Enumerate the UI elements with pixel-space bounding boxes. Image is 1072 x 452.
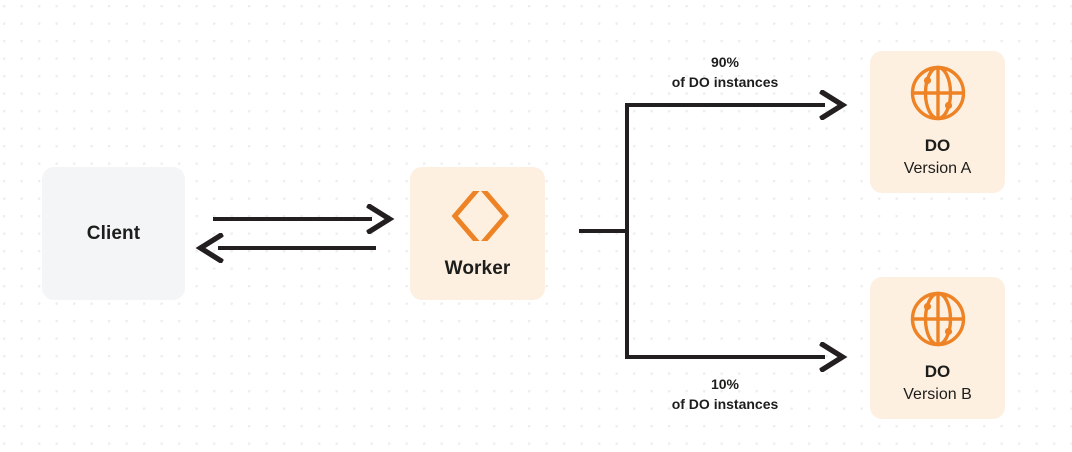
node-client: Client <box>42 167 185 300</box>
edge-label-do-b: 10% of DO instances <box>640 374 810 415</box>
node-do-b-title: DO <box>924 362 951 382</box>
globe-icon <box>909 64 967 122</box>
node-do-b-version: Version B <box>903 385 972 403</box>
cloudflare-workers-icon <box>445 187 511 245</box>
node-do-a-title: DO <box>924 136 951 156</box>
node-do-version-b: DO Version B <box>870 277 1005 419</box>
edge-label-do-a-caption: of DO instances <box>671 74 779 91</box>
node-worker-label: Worker <box>444 257 511 279</box>
node-worker: Worker <box>410 167 545 300</box>
node-do-version-a: DO Version A <box>870 51 1005 193</box>
edge-label-do-b-percent: 10% <box>710 376 740 392</box>
node-client-label: Client <box>86 222 141 244</box>
edge-label-do-a: 90% of DO instances <box>640 52 810 93</box>
edge-label-do-a-percent: 90% <box>710 54 740 70</box>
globe-icon <box>909 290 967 348</box>
edge-label-do-b-caption: of DO instances <box>671 396 779 413</box>
node-do-a-version: Version A <box>903 159 972 177</box>
arrow-worker-branch-trunk <box>579 105 629 357</box>
